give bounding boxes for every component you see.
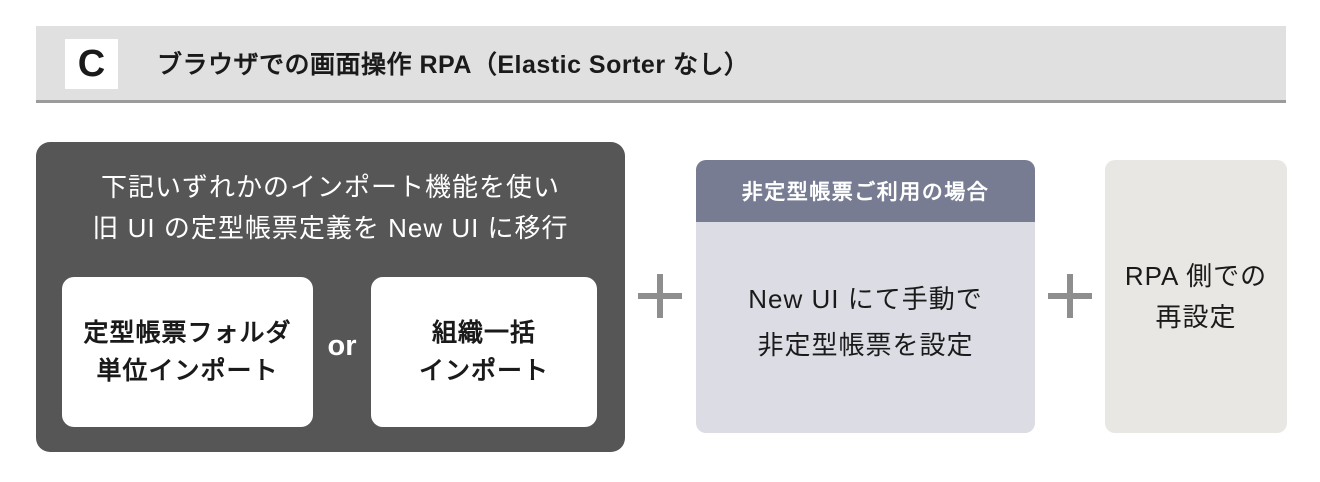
manual-card-header: 非定型帳票ご利用の場合 [696, 160, 1035, 222]
option-folder-import-line1: 定型帳票フォルダ [83, 319, 292, 347]
import-intro-line2: 旧 UI の定型帳票定義を New UI に移行 [92, 213, 569, 243]
section-header: C ブラウザでの画面操作 RPA（Elastic Sorter なし） [36, 26, 1286, 103]
or-label: or [327, 330, 357, 362]
option-org-import-line1: 組織一括 [431, 319, 536, 347]
import-intro-line1: 下記いずれかのインポート機能を使い [100, 172, 560, 202]
rpa-card-line1: RPA 側での [1124, 260, 1268, 291]
manual-card-body: New UI にて手動で 非定型帳票を設定 [696, 222, 1035, 433]
import-methods-card: 下記いずれかのインポート機能を使い 旧 UI の定型帳票定義を New UI に… [36, 142, 625, 452]
rpa-reset-card: RPA 側での 再設定 [1105, 160, 1287, 433]
manual-card-line2: 非定型帳票を設定 [757, 329, 974, 360]
option-org-import-line2: インポート [418, 357, 549, 385]
manual-card-line1: New UI にて手動で [748, 283, 983, 314]
section-badge: C [65, 39, 118, 89]
section-title: ブラウザでの画面操作 RPA（Elastic Sorter なし） [157, 51, 750, 79]
plus-icon [1048, 274, 1092, 318]
option-folder-import: 定型帳票フォルダ 単位インポート [62, 277, 313, 427]
rpa-card-line2: 再設定 [1155, 301, 1237, 332]
plus-icon [638, 274, 682, 318]
manual-setup-card: 非定型帳票ご利用の場合 New UI にて手動で 非定型帳票を設定 [696, 160, 1035, 433]
option-folder-import-line2: 単位インポート [96, 357, 279, 385]
option-org-import: 組織一括 インポート [371, 277, 597, 427]
import-intro: 下記いずれかのインポート機能を使い 旧 UI の定型帳票定義を New UI に… [36, 167, 625, 249]
